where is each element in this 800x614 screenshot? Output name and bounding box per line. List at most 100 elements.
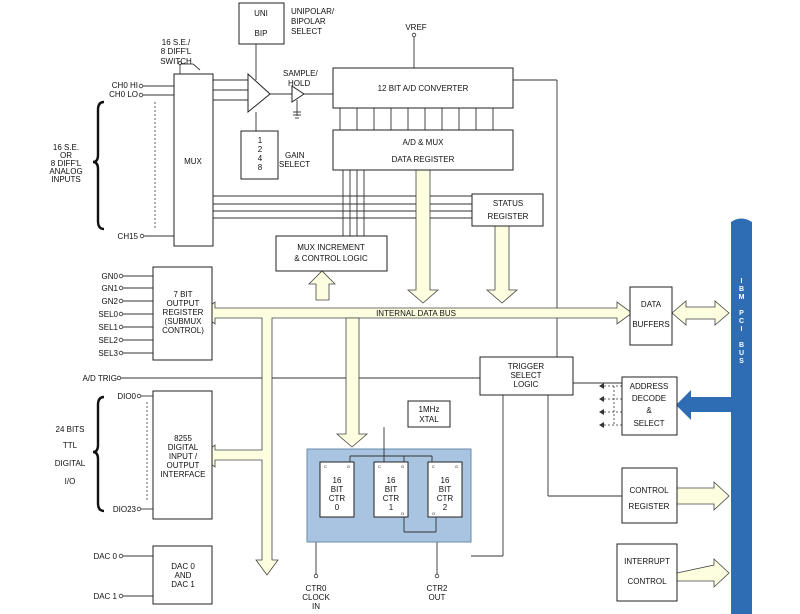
pci-bus-letter: I — [741, 278, 743, 285]
xtal-1: 1MHz — [419, 405, 440, 414]
address-decode-1: ADDRESS — [630, 382, 669, 391]
ctr1-line-3: CTR — [383, 494, 400, 503]
pci-bus-letter: I — [741, 326, 743, 333]
status-register-1: STATUS — [493, 199, 523, 208]
mux-box — [173, 73, 214, 247]
ctr2-pin-g: G — [455, 464, 458, 469]
xtal-2: XTAL — [419, 415, 439, 424]
ad-mux-register-2: DATA REGISTER — [392, 155, 455, 164]
ctr1-line-2: BIT — [385, 485, 398, 494]
gain-select-2: SELECT — [279, 160, 310, 169]
ctr1-pin-g: G — [401, 464, 404, 469]
unipolar-select-1: UNIPOLAR/ — [291, 7, 335, 16]
ctr0-line-1: 16 — [333, 476, 342, 485]
data-buffers-2: BUFFERS — [632, 320, 669, 329]
ctr0-line-4: 0 — [335, 503, 340, 512]
switch-label-2: 8 DIFF'L — [161, 47, 192, 56]
sample-hold-1: SAMPLE/ — [283, 69, 318, 78]
ad-trig-label: A/D TRIG — [82, 374, 117, 383]
pci-bus-letter: C — [739, 318, 744, 325]
pci-bus-letter: S — [739, 358, 744, 365]
ctr1-pin-o: O — [401, 511, 404, 516]
dio-box-3: INPUT / — [169, 452, 198, 461]
ctr2-out-2: OUT — [429, 593, 446, 602]
ctr1-line-1: 16 — [387, 476, 396, 485]
pci-bus-letter: B — [739, 342, 744, 349]
ch0-hi-label: CH0 HI — [112, 81, 138, 90]
sel1-label: SEL1 — [98, 323, 118, 332]
interrupt-control-box — [616, 543, 678, 602]
dio-box-4: OUTPUT — [167, 461, 200, 470]
ctr2-line-1: 16 — [441, 476, 450, 485]
dio-box-5: INTERFACE — [161, 470, 206, 479]
dac-box-2: AND — [175, 571, 192, 580]
mux-increment-box — [275, 235, 388, 272]
dio23-label: DIO23 — [113, 505, 137, 514]
ctr2-line-2: BIT — [439, 485, 452, 494]
ctr0-box — [319, 461, 355, 518]
dio-side-2: TTL — [63, 441, 78, 450]
data-buffers-1: DATA — [641, 300, 662, 309]
interrupt-control-2: CONTROL — [627, 577, 667, 586]
output-register-4: (SUBMUX — [165, 317, 203, 326]
ctr1-pin-c: C — [378, 464, 381, 469]
dio-brace — [92, 395, 105, 513]
dac-box — [152, 545, 213, 605]
sel0-label: SEL0 — [98, 310, 118, 319]
dio-box — [152, 390, 213, 520]
output-register-2: OUTPUT — [167, 299, 200, 308]
analog-inputs-5: INPUTS — [51, 175, 80, 184]
ctr2-out-1: CTR2 — [427, 584, 448, 593]
output-register-box — [152, 266, 213, 361]
output-register-5: CONTROL) — [162, 326, 204, 335]
gn0-label: GN0 — [102, 272, 119, 281]
adc-label: 12 BIT A/D CONVERTER — [378, 84, 469, 93]
trigger-logic-box — [479, 356, 574, 396]
ctr0-pin-c: C — [324, 464, 327, 469]
dac1-label: DAC 1 — [93, 592, 117, 601]
interrupt-control-1: INTERRUPT — [624, 557, 670, 566]
ctr0-pin-g: G — [347, 464, 350, 469]
mux-label: MUX — [184, 157, 202, 166]
sample-hold-2: HOLD — [288, 79, 310, 88]
ctr0-line-2: BIT — [331, 485, 344, 494]
ch0-lo-label: CH0 LO — [109, 90, 138, 99]
bip-label: BIP — [255, 29, 268, 38]
terminals — [116, 32, 440, 599]
switch-label-3: SWITCH — [160, 57, 192, 66]
dio0-label: DIO0 — [117, 392, 136, 401]
control-register-2: REGISTER — [629, 502, 670, 511]
ad-mux-register-box — [332, 129, 514, 171]
ctr2-pin-c: C — [432, 464, 435, 469]
dio-side-1: 24 BITS — [56, 425, 85, 434]
analog-inputs-3: 8 DIFF'L — [51, 159, 82, 168]
unipolar-select-3: SELECT — [291, 27, 322, 36]
mux-increment-2: & CONTROL LOGIC — [294, 254, 368, 263]
address-decode-4: SELECT — [633, 419, 664, 428]
status-register-box — [471, 193, 544, 227]
data-buffers-box — [629, 286, 673, 346]
output-register-1: 7 BIT — [173, 290, 192, 299]
adc-box — [332, 67, 514, 109]
ctr2-box — [427, 461, 463, 518]
output-register-3: REGISTER — [163, 308, 204, 317]
mux-increment-1: MUX INCREMENT — [297, 243, 365, 252]
ctr1-box — [373, 461, 409, 518]
gn2-label: GN2 — [102, 297, 119, 306]
unipolar-select-2: BIPOLAR — [291, 17, 326, 26]
ctr2-line-4: 2 — [443, 503, 448, 512]
dac-box-3: DAC 1 — [171, 580, 195, 589]
dio-side-4: I/O — [65, 477, 76, 486]
status-register-2: REGISTER — [488, 212, 529, 221]
ctr0-clock-2: CLOCK — [302, 593, 330, 602]
vref-label: VREF — [405, 23, 426, 32]
ch15-label: CH15 — [118, 232, 139, 241]
dac0-label: DAC 0 — [93, 552, 117, 561]
control-register-1: CONTROL — [629, 486, 669, 495]
ad-mux-register-1: A/D & MUX — [403, 138, 445, 147]
ctr0-clock-1: CTR0 — [306, 584, 327, 593]
pci-bus-letter: B — [739, 286, 744, 293]
analog-inputs-1: 16 S.E. — [53, 143, 79, 152]
